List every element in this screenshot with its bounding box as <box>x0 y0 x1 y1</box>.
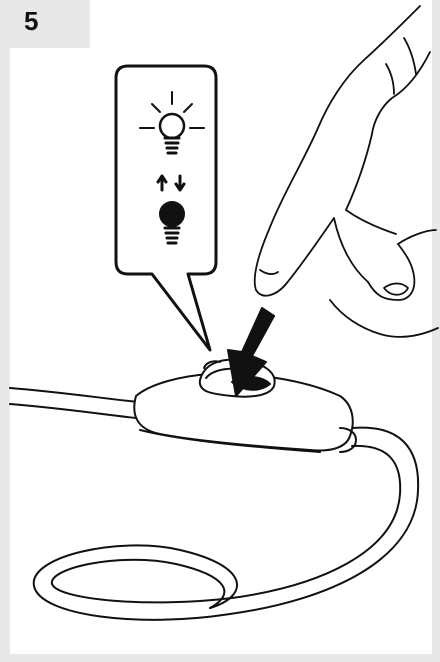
hand-icon <box>255 6 438 337</box>
cable-left <box>10 388 138 418</box>
cable-loop <box>34 428 418 620</box>
